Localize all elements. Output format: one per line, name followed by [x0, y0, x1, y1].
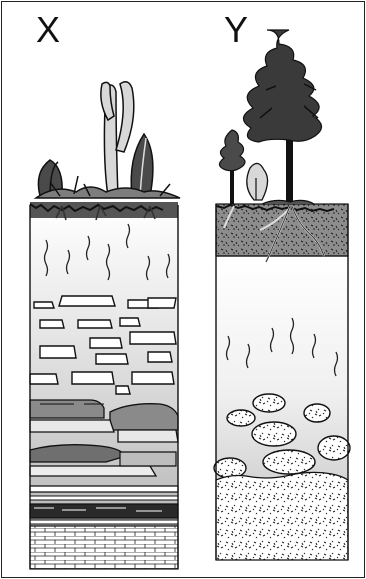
gray-lens-x — [30, 400, 104, 418]
soil-column-x — [30, 82, 180, 569]
bedrock-x — [30, 526, 178, 569]
soil-column-y — [214, 30, 350, 560]
parent-material-y — [216, 472, 348, 560]
succulent-plants-x — [36, 82, 180, 198]
tree-small-y — [219, 130, 245, 204]
organic-layer-y — [216, 204, 348, 256]
shrub-y — [247, 163, 268, 200]
